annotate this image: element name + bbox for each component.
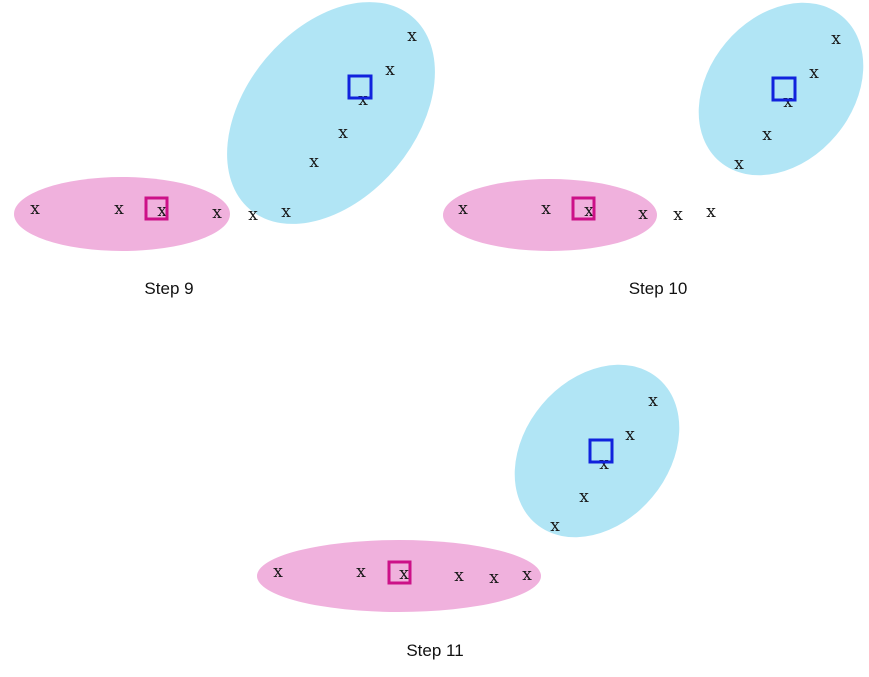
panel-step-11: x x x x x x x x x x x Step 11 — [257, 364, 680, 660]
data-point: x — [30, 199, 40, 219]
data-point: x — [309, 152, 319, 172]
cluster-a-region — [443, 179, 657, 251]
data-point: x — [831, 29, 841, 49]
data-point: x — [638, 204, 648, 224]
step-caption: Step 11 — [406, 641, 463, 660]
data-point: x — [648, 391, 658, 411]
data-point: x — [273, 562, 283, 582]
data-point: x — [734, 154, 744, 174]
data-point: x — [407, 26, 417, 46]
data-point: x — [541, 199, 551, 219]
data-point: x — [673, 205, 683, 225]
centroid-a-marker — [387, 560, 412, 585]
data-point: x — [212, 203, 222, 223]
data-point: x — [489, 568, 499, 588]
data-point: x — [281, 202, 291, 222]
step-caption: Step 10 — [629, 279, 688, 298]
data-point: x — [599, 454, 609, 474]
data-point: x — [458, 199, 468, 219]
centroid-b-marker — [771, 76, 797, 102]
data-point: x — [783, 92, 793, 112]
cluster-a-region — [257, 540, 541, 612]
data-point: x — [114, 199, 124, 219]
panel-step-9: x x x x x x x x x x x Step 9 — [14, 2, 435, 298]
data-point: x — [809, 63, 819, 83]
centroid-b-marker — [347, 74, 373, 100]
data-point: x — [338, 123, 348, 143]
data-point: x — [157, 201, 167, 221]
data-point: x — [584, 201, 594, 221]
data-point: x — [356, 562, 366, 582]
data-point: x — [522, 565, 532, 585]
data-point: x — [762, 125, 772, 145]
data-point: x — [358, 90, 368, 110]
centroid-b-marker — [588, 438, 614, 464]
centroid-a-marker — [571, 196, 596, 221]
data-point: x — [248, 205, 258, 225]
data-point: x — [579, 487, 589, 507]
data-point: x — [550, 516, 560, 536]
cluster-a-region — [14, 177, 230, 251]
data-point: x — [625, 425, 635, 445]
panel-step-10: x x x x x x x x x x x Step 10 — [443, 2, 864, 298]
step-caption: Step 9 — [144, 279, 193, 298]
cluster-b-region — [514, 364, 680, 538]
data-point: x — [399, 564, 409, 584]
cluster-b-region — [698, 2, 864, 176]
data-point: x — [385, 60, 395, 80]
centroid-a-marker — [144, 196, 169, 221]
cluster-b-region — [227, 2, 435, 224]
data-point: x — [454, 566, 464, 586]
data-point: x — [706, 202, 716, 222]
